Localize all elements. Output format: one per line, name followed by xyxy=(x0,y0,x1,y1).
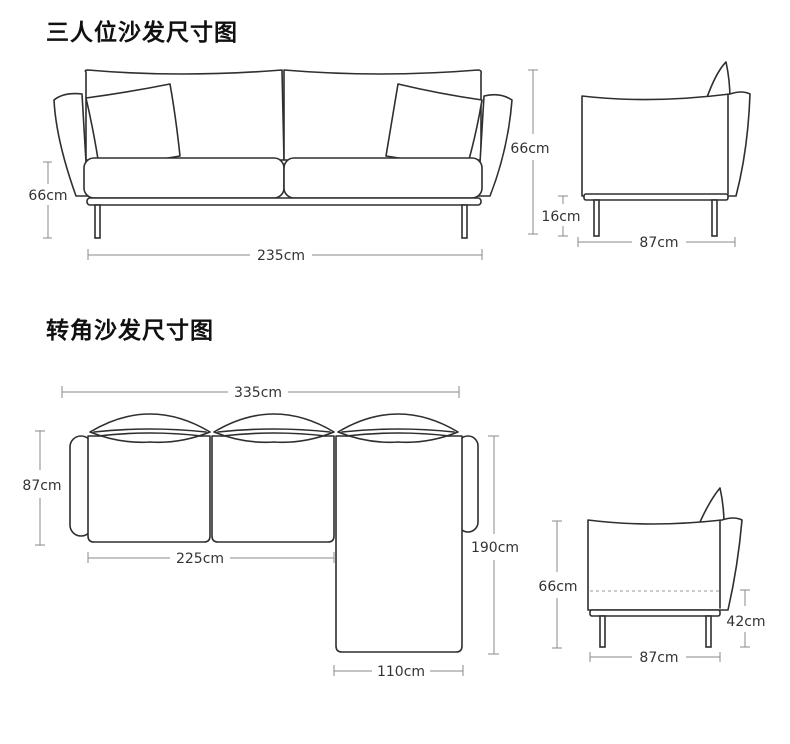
corner-side-body xyxy=(587,517,743,611)
label-corner-side-depth: 87cm xyxy=(639,650,678,666)
dim-corner-depth: 87cm xyxy=(22,430,62,546)
dim-corner-total-width: 335cm xyxy=(61,385,460,401)
sofa-base xyxy=(86,197,482,206)
corner-side-view xyxy=(587,487,743,648)
label-corner-side-height: 66cm xyxy=(538,579,577,595)
corner-side-base xyxy=(589,609,721,617)
dim-corner-seat-width: 225cm xyxy=(87,551,335,567)
corner-side-pillow xyxy=(699,487,725,525)
side-base xyxy=(583,193,729,201)
side-body xyxy=(581,91,751,197)
throw-pillow-left xyxy=(85,83,181,173)
corner-top-view xyxy=(69,413,479,653)
label-side-depth: 87cm xyxy=(639,235,678,251)
dim-corner-side-seat-height: 42cm xyxy=(726,589,766,648)
corner-seat-2 xyxy=(211,435,335,543)
corner-back-cushion-2 xyxy=(213,413,335,444)
label-corner-side-seat-height: 42cm xyxy=(726,614,765,630)
side-pillow xyxy=(705,61,731,101)
corner-side-leg-right xyxy=(705,615,712,648)
dim-corner-chaise-length: 190cm xyxy=(471,435,519,655)
dim-corner-chaise-width: 110cm xyxy=(333,664,464,680)
right-arm xyxy=(477,93,513,197)
corner-back-cushion-3 xyxy=(337,413,459,444)
label-corner-depth: 87cm xyxy=(22,478,61,494)
side-leg-right xyxy=(711,199,718,237)
seat-cushion-left xyxy=(83,157,285,199)
dim-front-height: 66cm xyxy=(28,161,68,239)
seat-cushion-right xyxy=(283,157,483,199)
corner-back-cushion-1 xyxy=(89,413,211,444)
label-corner-chaise-width: 110cm xyxy=(377,664,425,680)
leg-left xyxy=(94,204,101,239)
dim-side-leg-height: 16cm xyxy=(541,195,581,237)
dim-corner-side-height: 66cm xyxy=(538,520,578,649)
left-arm xyxy=(53,92,89,197)
three-seat-front-view xyxy=(53,69,513,239)
corner-chaise xyxy=(335,435,463,653)
side-leg-left xyxy=(593,199,600,237)
label-corner-seat-width: 225cm xyxy=(176,551,224,567)
dim-side-height: 66cm xyxy=(510,69,550,235)
corner-seat-1 xyxy=(87,435,211,543)
leg-right xyxy=(461,204,468,239)
dim-side-depth: 87cm xyxy=(577,235,736,251)
label-corner-total-width: 335cm xyxy=(234,385,282,401)
label-front-width: 235cm xyxy=(257,248,305,264)
label-side-leg-height: 16cm xyxy=(541,209,580,225)
section-title-corner: 转角沙发尺寸图 xyxy=(46,318,214,344)
dim-corner-side-depth: 87cm xyxy=(589,650,721,666)
label-front-height: 66cm xyxy=(28,188,67,204)
label-side-height: 66cm xyxy=(510,141,549,157)
three-seat-side-view xyxy=(581,61,751,237)
section-title-three-seat: 三人位沙发尺寸图 xyxy=(46,20,238,46)
label-corner-chaise-length: 190cm xyxy=(471,540,519,556)
corner-side-leg-left xyxy=(599,615,606,648)
dim-front-width: 235cm xyxy=(87,248,483,264)
